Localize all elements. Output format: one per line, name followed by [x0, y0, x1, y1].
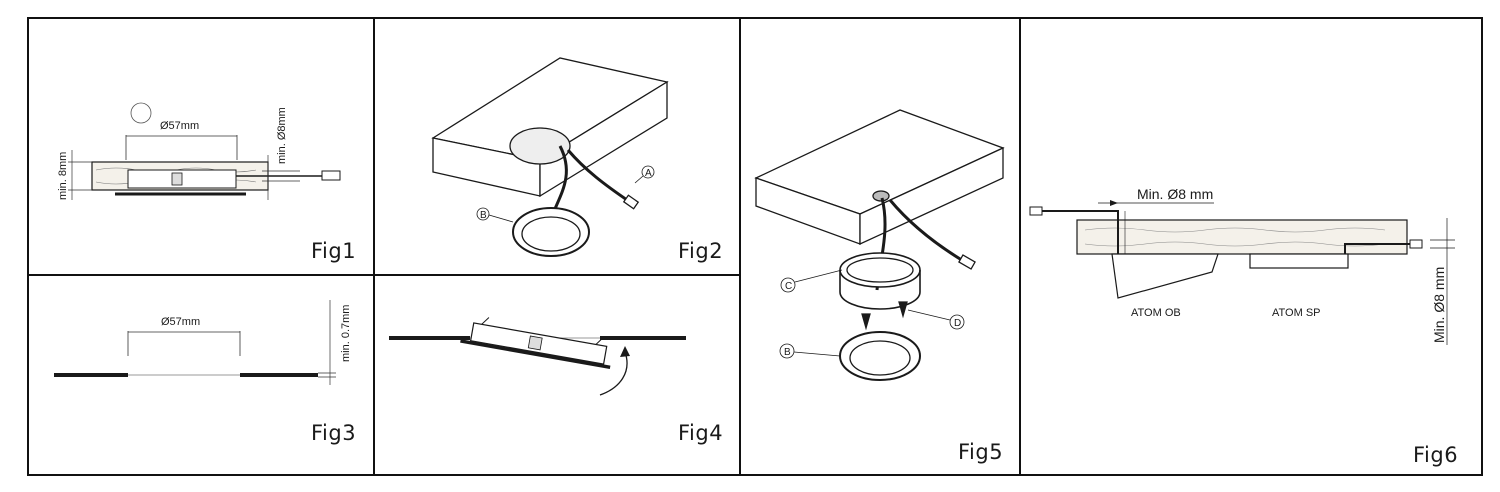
frame [27, 17, 1483, 476]
fig2-drawing [431, 57, 669, 257]
fig6-drawing [1029, 200, 1455, 345]
fig4-drawing [389, 317, 686, 396]
fig1-min-hole-label: min. Ø8mm [276, 107, 288, 164]
fig5-label: Fig5 [958, 440, 1004, 464]
fig5-callout-c: C [785, 281, 792, 292]
fig2-callout-a: A [645, 168, 652, 179]
fig1-label: Fig1 [311, 239, 357, 263]
fig6-model-ob-label: ATOM OB [1131, 307, 1181, 319]
fig1-diameter-label: Ø57mm [160, 120, 199, 132]
fig3-diameter-label: Ø57mm [161, 316, 200, 328]
fig3-label: Fig3 [311, 421, 357, 445]
fig5-callout-d: D [954, 318, 961, 329]
fig3-min-thickness-label: min. 0.7mm [340, 305, 352, 362]
fig6-label: Fig6 [1413, 443, 1459, 467]
fig3-drawing: Ø57mm min. 0.7mm [54, 300, 352, 385]
fig2-label: Fig2 [678, 239, 724, 263]
fig1-drawing: Ø57mm min. 8mm min. Ø8mm [57, 102, 341, 200]
fig5-drawing [754, 109, 1005, 381]
fig1-min-depth-label: min. 8mm [57, 152, 69, 200]
fig6-min-hole-side-label: Min. Ø8 mm [1431, 267, 1447, 343]
fig6-min-hole-top-label: Min. Ø8 mm [1137, 186, 1213, 202]
fig6-model-sp-label: ATOM SP [1272, 307, 1321, 319]
fig2-callout-b: B [480, 210, 487, 221]
fig4-label: Fig4 [678, 421, 724, 445]
marker-circle [130, 102, 152, 124]
fig5-callout-b: B [784, 347, 791, 358]
